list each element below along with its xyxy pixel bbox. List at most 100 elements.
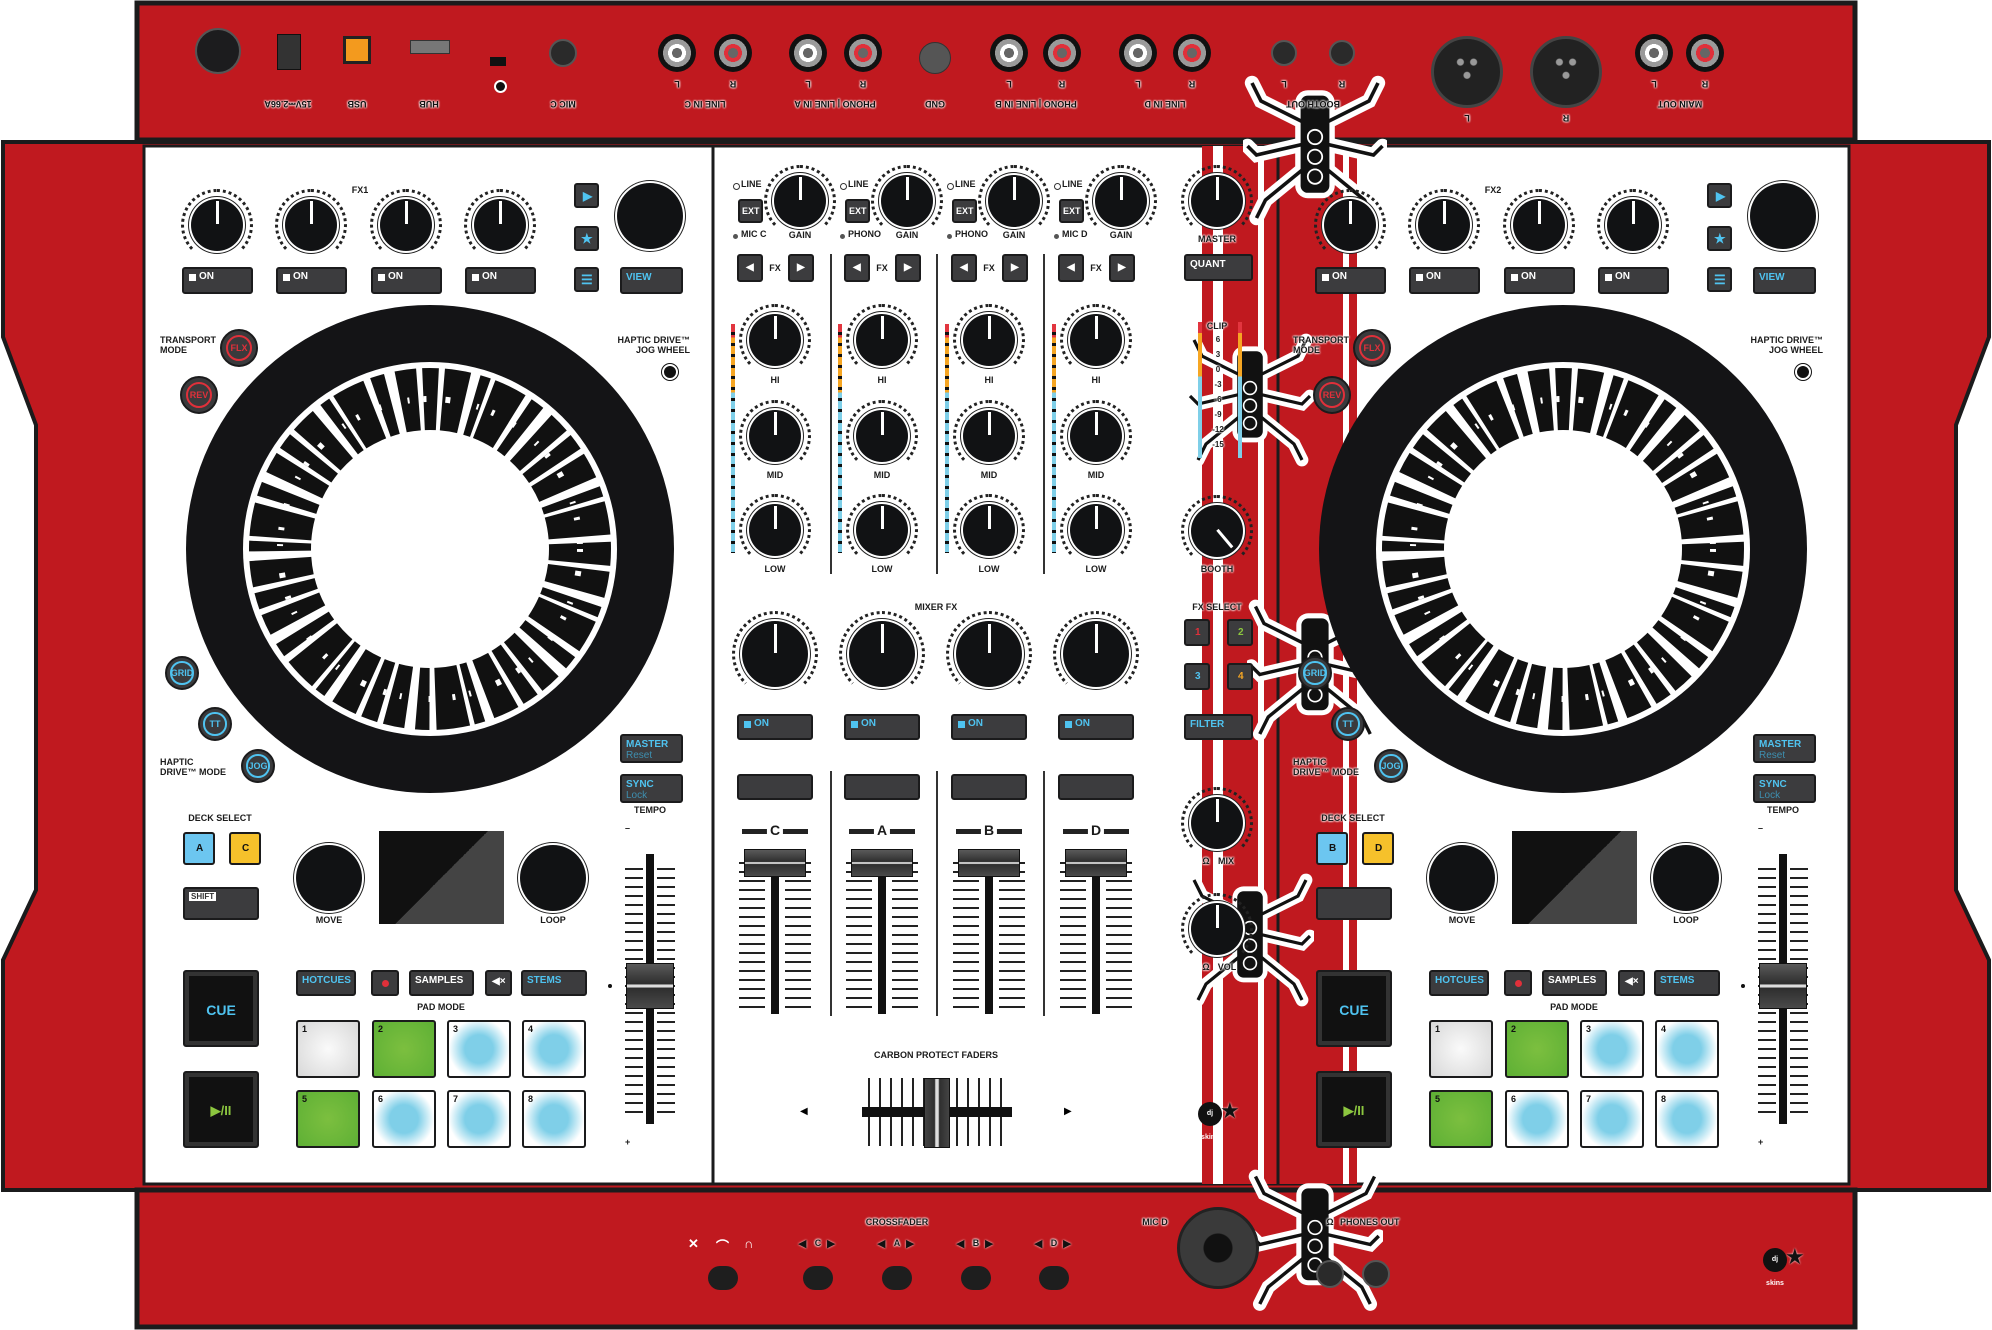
left-deck-play-pause-button[interactable]: ▶/II xyxy=(183,1071,259,1148)
right-deck-mute-button[interactable]: ◀× xyxy=(1618,970,1645,996)
left-deck-fx-knob-2[interactable] xyxy=(285,199,337,251)
mixer-fx-on-button-3[interactable]: ON xyxy=(951,714,1027,740)
ch-low-eq-knob-1[interactable] xyxy=(749,504,801,556)
left-deck-record-button[interactable] xyxy=(371,970,399,996)
left-deck-fx-on-button-1[interactable]: ON xyxy=(182,267,253,294)
ch-ext-button-1[interactable]: EXT xyxy=(738,199,763,223)
fx-select-button-3[interactable]: 3 xyxy=(1184,663,1210,690)
left-deck-move-encoder[interactable] xyxy=(296,845,362,911)
right-deck-favorite-button[interactable]: ★ xyxy=(1707,226,1732,251)
left-deck-favorite-button[interactable]: ★ xyxy=(574,226,599,251)
left-deck-pad-2[interactable]: 2 xyxy=(372,1020,436,1078)
master-volume-knob[interactable] xyxy=(1191,175,1243,227)
left-deck-browse-play-button[interactable]: ▶ xyxy=(574,183,599,208)
ch-volume-fader-4[interactable] xyxy=(1065,849,1127,877)
ch-cue-button-4[interactable] xyxy=(1058,774,1134,800)
left-deck-fx-knob-3[interactable] xyxy=(380,199,432,251)
right-deck-fx-on-button-4[interactable]: ON xyxy=(1598,267,1669,294)
left-deck-view-button[interactable]: VIEW xyxy=(620,267,683,294)
mixer-fx-on-button-1[interactable]: ON xyxy=(737,714,813,740)
left-deck-pad-6[interactable]: 6 xyxy=(372,1090,436,1148)
left-deck-pad-8[interactable]: 8 xyxy=(522,1090,586,1148)
right-deck-fx-knob-2[interactable] xyxy=(1418,199,1470,251)
ch-ext-button-2[interactable]: EXT xyxy=(845,199,870,223)
ch-gain-knob-3[interactable] xyxy=(988,175,1040,227)
ch-mid-eq-knob-4[interactable] xyxy=(1070,410,1122,462)
right-deck-fx-on-button-2[interactable]: ON xyxy=(1409,267,1480,294)
ch-mid-eq-knob-2[interactable] xyxy=(856,410,908,462)
right-deck-fx-knob-4[interactable] xyxy=(1607,199,1659,251)
ch-volume-fader-3[interactable] xyxy=(958,849,1020,877)
ch-gain-knob-2[interactable] xyxy=(881,175,933,227)
ch-fx-prev-button-4[interactable]: ◀ xyxy=(1058,254,1084,282)
ch-ext-button-3[interactable]: EXT xyxy=(952,199,977,223)
booth-volume-knob[interactable] xyxy=(1191,505,1243,557)
right-deck-pad-8[interactable]: 8 xyxy=(1655,1090,1719,1148)
right-deck-rev-button[interactable]: REV xyxy=(1313,376,1351,414)
crossfader-assign-switch-2[interactable] xyxy=(882,1266,912,1290)
left-deck-deck-c-button[interactable]: C xyxy=(229,832,261,865)
fx-select-button-2[interactable]: 2 xyxy=(1227,619,1253,646)
left-deck-pad-5[interactable]: 5 xyxy=(296,1090,360,1148)
left-deck-fx-on-button-4[interactable]: ON xyxy=(465,267,536,294)
left-deck-pad-1[interactable]: 1 xyxy=(296,1020,360,1078)
right-deck-pad-7[interactable]: 7 xyxy=(1580,1090,1644,1148)
ch-fx-next-button-1[interactable]: ▶ xyxy=(788,254,814,282)
ch-hi-eq-knob-2[interactable] xyxy=(856,314,908,366)
mixer-fx-knob-4[interactable] xyxy=(1063,621,1129,687)
right-deck-pad-4[interactable]: 4 xyxy=(1655,1020,1719,1078)
left-deck-stems-button[interactable]: STEMS xyxy=(521,970,587,996)
ch-cue-button-1[interactable] xyxy=(737,774,813,800)
ch-low-eq-knob-4[interactable] xyxy=(1070,504,1122,556)
ch-fx-prev-button-1[interactable]: ◀ xyxy=(737,254,763,282)
right-deck-pad-1[interactable]: 1 xyxy=(1429,1020,1493,1078)
right-deck-browse-play-button[interactable]: ▶ xyxy=(1707,183,1732,208)
right-deck-record-button[interactable] xyxy=(1504,970,1532,996)
crossfader-curve-switch[interactable] xyxy=(708,1266,738,1290)
ch-low-eq-knob-2[interactable] xyxy=(856,504,908,556)
ch-fx-next-button-2[interactable]: ▶ xyxy=(895,254,921,282)
left-deck-pad-4[interactable]: 4 xyxy=(522,1020,586,1078)
right-deck-play-pause-button[interactable]: ▶/II xyxy=(1316,1071,1392,1148)
ch-mid-eq-knob-3[interactable] xyxy=(963,410,1015,462)
right-deck-fx-on-button-1[interactable]: ON xyxy=(1315,267,1386,294)
ch-volume-fader-2[interactable] xyxy=(851,849,913,877)
mixer-fx-knob-3[interactable] xyxy=(956,621,1022,687)
ch-fx-prev-button-3[interactable]: ◀ xyxy=(951,254,977,282)
ch-fx-next-button-3[interactable]: ▶ xyxy=(1002,254,1028,282)
right-deck-pad-5[interactable]: 5 xyxy=(1429,1090,1493,1148)
ch-hi-eq-knob-1[interactable] xyxy=(749,314,801,366)
ch-gain-knob-1[interactable] xyxy=(774,175,826,227)
ch-cue-button-3[interactable] xyxy=(951,774,1027,800)
power-switch[interactable] xyxy=(195,28,241,74)
left-deck-shift-button[interactable]: SHIFT xyxy=(183,887,259,920)
right-deck-cue-button[interactable]: CUE xyxy=(1316,970,1392,1047)
right-deck-flx-button[interactable]: FLX xyxy=(1353,329,1391,367)
left-deck-browse-encoder[interactable] xyxy=(617,183,683,249)
right-deck-deck-d-button[interactable]: D xyxy=(1362,832,1394,865)
right-deck-playlist-button[interactable]: ☰ xyxy=(1707,267,1732,292)
right-deck-stems-button[interactable]: STEMS xyxy=(1654,970,1720,996)
headphone-mix-knob[interactable] xyxy=(1191,797,1243,849)
left-deck-fx-knob-1[interactable] xyxy=(191,199,243,251)
crossfader-assign-switch-1[interactable] xyxy=(803,1266,833,1290)
right-deck-pad-2[interactable]: 2 xyxy=(1505,1020,1569,1078)
ch-gain-knob-4[interactable] xyxy=(1095,175,1147,227)
quant-button[interactable]: QUANT xyxy=(1184,254,1253,281)
right-deck-move-encoder[interactable] xyxy=(1429,845,1495,911)
left-deck-deck-a-button[interactable]: A xyxy=(183,832,215,865)
left-deck-cue-button[interactable]: CUE xyxy=(183,970,259,1047)
ch-ext-button-4[interactable]: EXT xyxy=(1059,199,1084,223)
right-deck-jog-button[interactable]: JOG xyxy=(1374,749,1408,783)
right-deck-tempo-fader[interactable] xyxy=(1759,963,1807,1009)
left-deck-rev-button[interactable]: REV xyxy=(180,376,218,414)
right-deck-loop-encoder[interactable] xyxy=(1653,845,1719,911)
left-deck-pad-3[interactable]: 3 xyxy=(447,1020,511,1078)
right-deck-fx-knob-3[interactable] xyxy=(1513,199,1565,251)
ch-low-eq-knob-3[interactable] xyxy=(963,504,1015,556)
ch-fx-prev-button-2[interactable]: ◀ xyxy=(844,254,870,282)
ch-hi-eq-knob-3[interactable] xyxy=(963,314,1015,366)
